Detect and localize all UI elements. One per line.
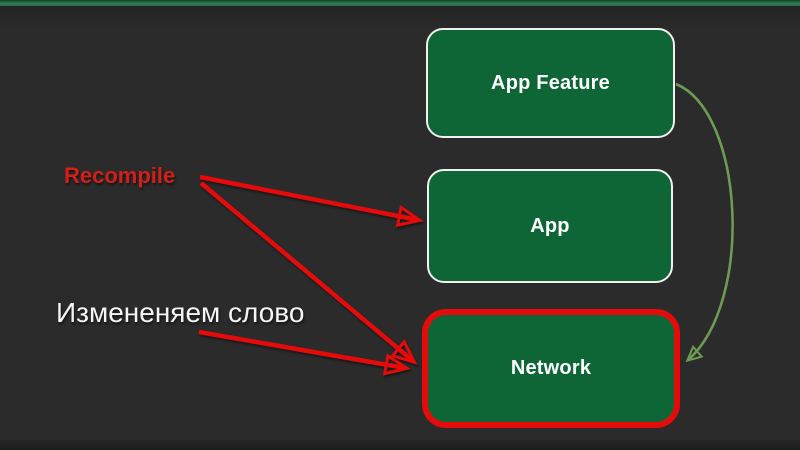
app-box: App (427, 169, 673, 283)
app-feature-box: App Feature (426, 28, 675, 138)
bottom-bar (0, 440, 800, 450)
app-feature-box-label: App Feature (491, 71, 610, 94)
change-word-label: Измененяем слово (56, 297, 305, 328)
network-box-highlighted: Network (422, 309, 680, 428)
red-arrow-changeword-to-network (198, 329, 405, 368)
network-box-label: Network (510, 357, 592, 379)
top-accent-bar (0, 0, 800, 6)
green-arrow-appfeature-to-network (675, 82, 734, 360)
top-shadow (0, 6, 800, 32)
red-arrow-recompile-to-app (199, 174, 418, 220)
red-arrow-recompile-to-network (199, 181, 413, 361)
app-box-label: App (530, 214, 570, 237)
recompile-label: Recompile (64, 163, 176, 188)
